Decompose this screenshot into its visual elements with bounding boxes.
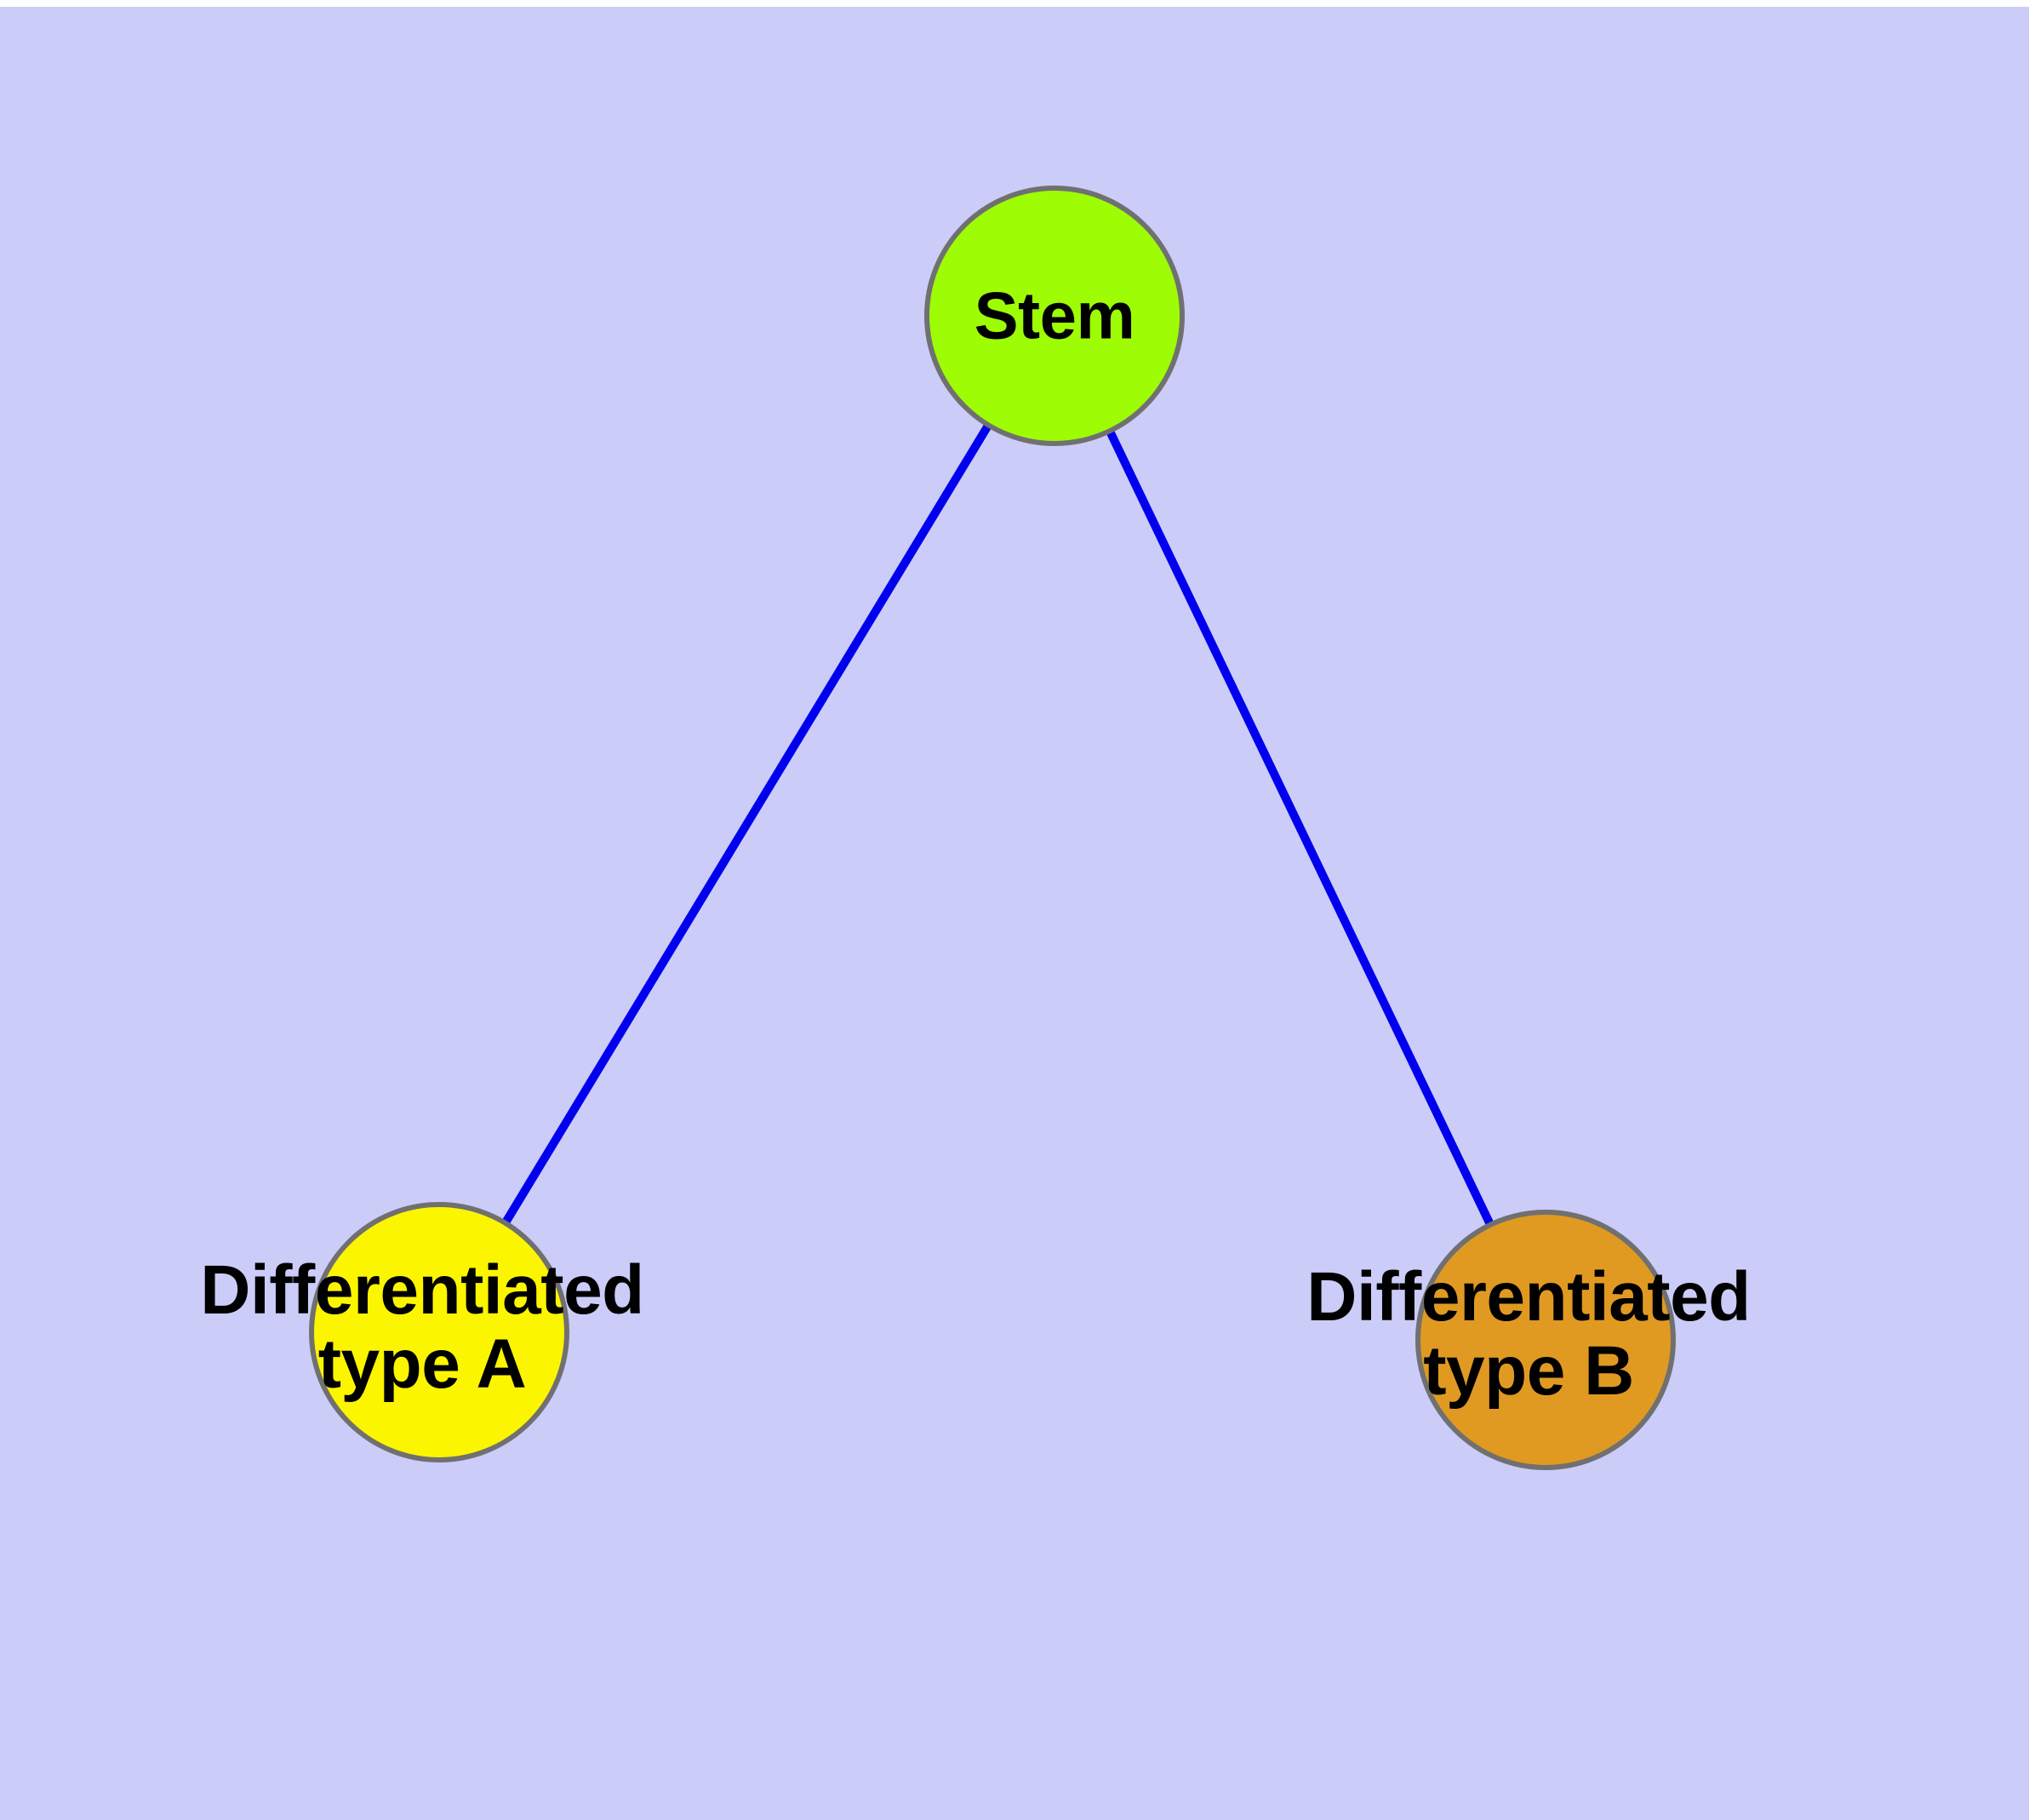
label-line-2: type B <box>1423 1332 1634 1410</box>
node-differentiated-type-a[interactable] <box>309 1202 569 1462</box>
edge-stem-diff-a <box>435 313 1059 1335</box>
node-stem[interactable] <box>924 186 1185 446</box>
edge-layer <box>435 313 1550 1342</box>
edge-stem-diff-b <box>1050 313 1550 1342</box>
label-line-1: Differentiated <box>200 1251 644 1330</box>
node-label-stem: Stem <box>974 278 1135 353</box>
node-layer <box>309 186 1676 1470</box>
label-line-2: type A <box>317 1325 527 1403</box>
node-differentiated-type-b[interactable] <box>1415 1210 1676 1470</box>
label-line-1: Differentiated <box>1306 1258 1751 1336</box>
